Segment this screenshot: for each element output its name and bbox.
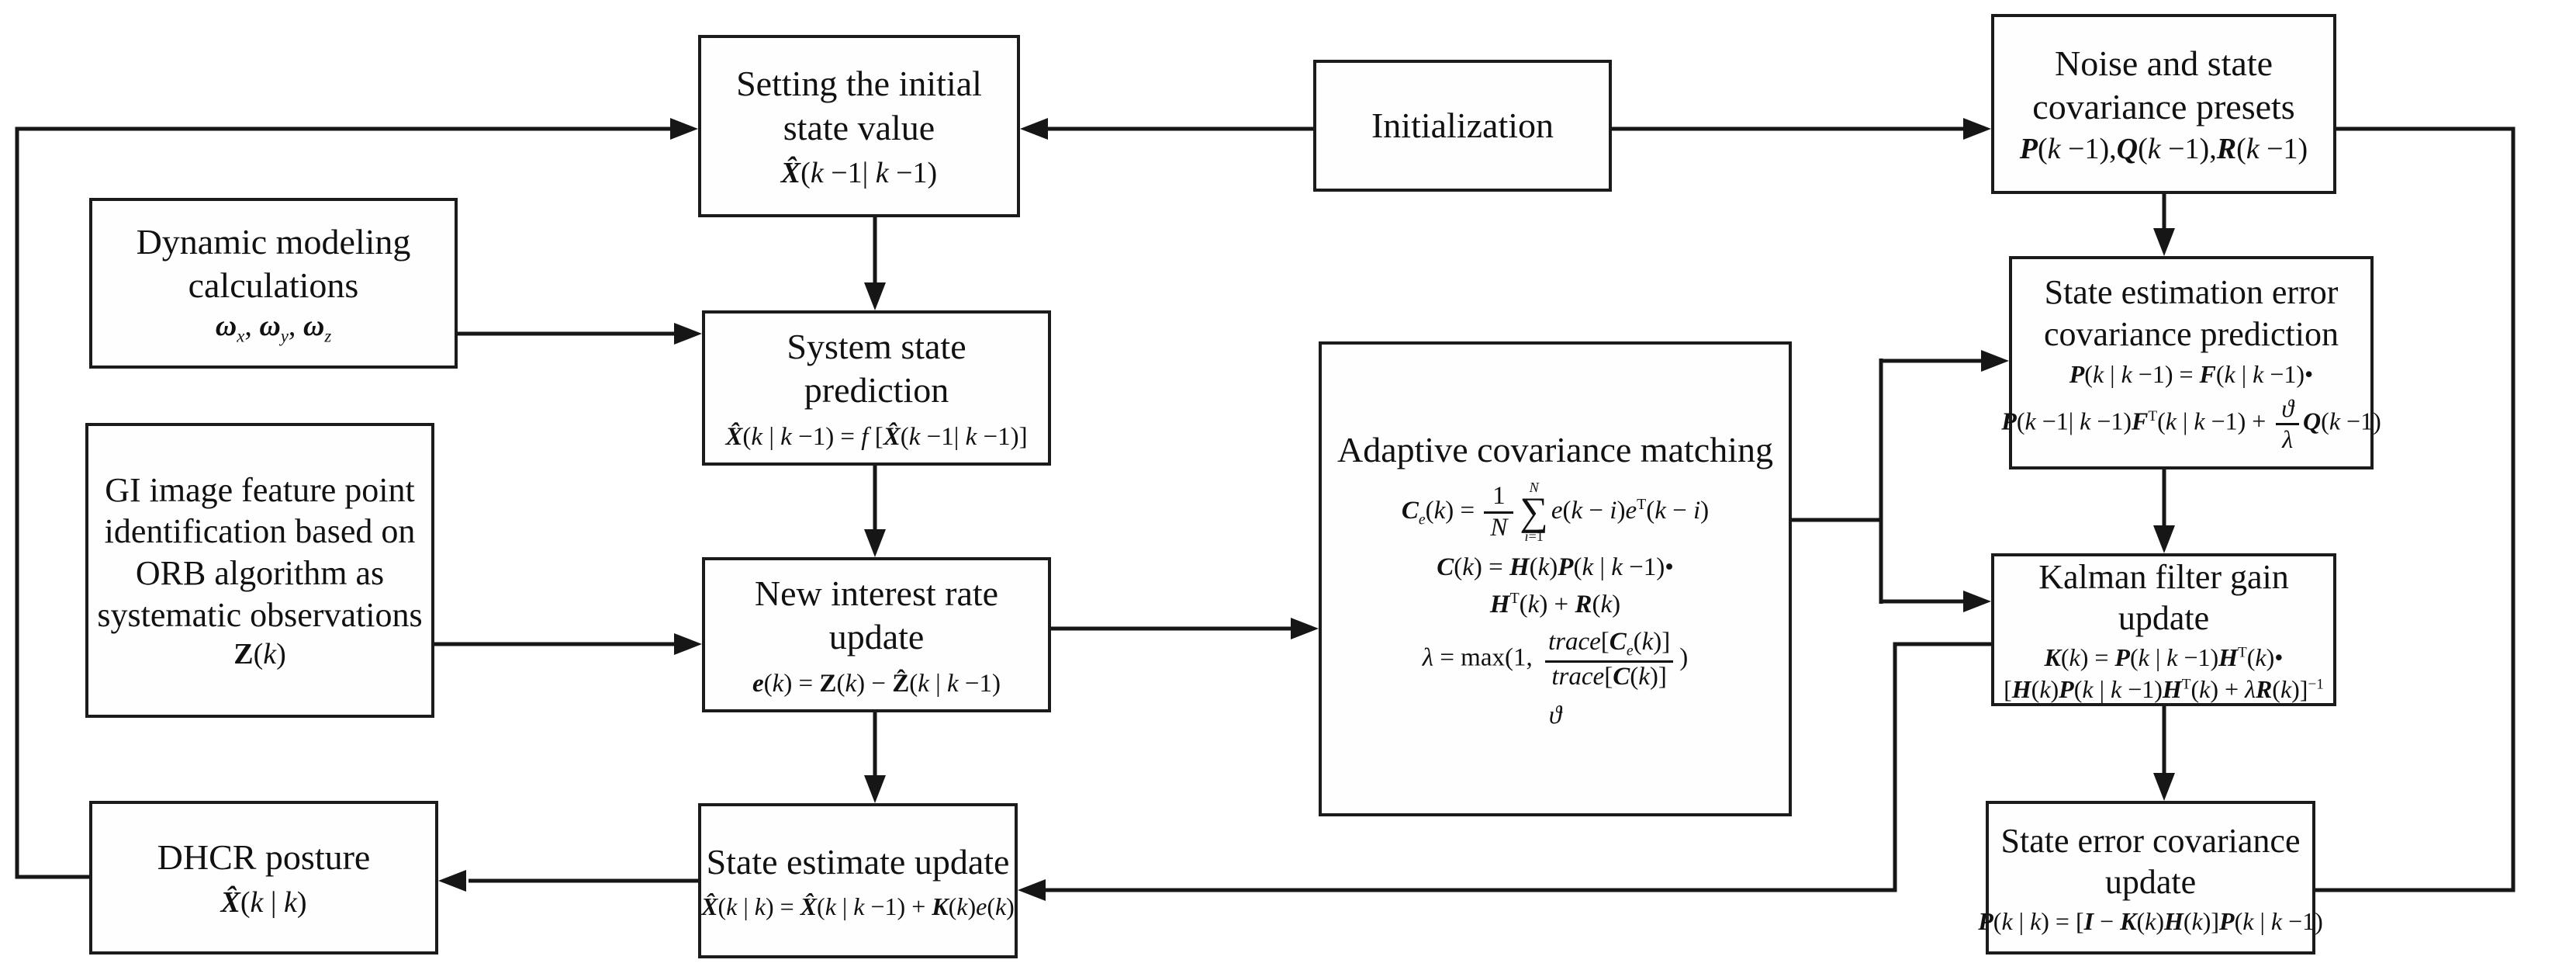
node-formula: P(k −1),Q(k −1),R(k −1) xyxy=(2019,133,2308,166)
connector-stateest-to-dhcr xyxy=(438,870,698,892)
node-formula-p1: P(k | k −1) = F(k | k −1)• xyxy=(2069,360,2314,389)
node-title: New interest rate update xyxy=(754,573,999,657)
node-new-interest-rate-update: New interest rate update e(k) = Z(k) − Z… xyxy=(702,557,1051,712)
connector-securr-feedback-to-noise xyxy=(2315,126,2515,892)
node-title: Initialization xyxy=(1371,105,1554,145)
node-state-error-covariance-update: State error covariance update P(k | k) =… xyxy=(1978,801,2323,954)
node-title: Dynamic modeling calculations xyxy=(136,222,411,306)
connector-gi-to-newrate xyxy=(434,633,702,655)
node-formula: P(k | k) = [I − K(k)H(k)]P(k | k −1) xyxy=(1978,907,2323,936)
node-title: State estimate update xyxy=(706,842,1010,882)
node-formula: e(k) = Z(k) − Ẑ(k | k −1) xyxy=(752,669,1001,698)
node-title: Kalman filter gain update xyxy=(2038,557,2289,638)
node-gi-image-feature: GI image feature point identification ba… xyxy=(85,423,434,718)
node-setting-initial-state: Setting the initial state value X̂(k −1|… xyxy=(698,35,1020,217)
connector-initialization-to-noise xyxy=(1612,118,1991,140)
node-kalman-filter-gain-update: Kalman filter gain update K(k) = P(k | k… xyxy=(1991,553,2336,706)
connector-prediction-to-kalman xyxy=(2153,469,2175,553)
connector-kalman-to-securr xyxy=(2153,706,2175,801)
node-dynamic-modeling: Dynamic modeling calculations ωx, ωy, ωz xyxy=(89,198,458,369)
node-title: State estimation error covariance predic… xyxy=(2044,272,2339,353)
connector-setting-to-system xyxy=(864,217,886,310)
node-formula: X̂(k | k) = X̂(k | k −1) + K(k)e(k) xyxy=(701,892,1015,921)
connector-noise-to-prediction xyxy=(2153,194,2175,256)
connector-dynamic-to-system xyxy=(458,323,702,345)
node-title: State error covariance update xyxy=(2000,821,2301,902)
connector-kalman-to-stateest xyxy=(1018,642,1991,901)
node-title: Adaptive covariance matching xyxy=(1337,430,1773,470)
node-formula-c: C(k) = H(k)P(k | k −1)• xyxy=(1437,553,1674,581)
node-formula-lambda: λ = max(1, trace[Ce(k)]trace[C(k)]) xyxy=(1422,628,1689,691)
node-formula: X̂(k | k −1) = f [X̂(k −1| k −1)] xyxy=(725,422,1028,451)
node-title: System state prediction xyxy=(787,326,966,410)
connector-newrate-to-adaptive xyxy=(1051,618,1319,639)
node-formula-ht-r: HT(k) + R(k) xyxy=(1489,590,1621,618)
node-dhcr-posture: DHCR posture X̂(k | k) xyxy=(89,801,438,954)
node-noise-covariance-presets: Noise and state covariance presets P(k −… xyxy=(1991,14,2336,194)
node-formula: Z(k) xyxy=(233,638,286,671)
node-formula-k2: [H(k)P(k | k −1)HT(k) + λR(k)]−1 xyxy=(2004,675,2324,704)
node-formula: X̂(k | k) xyxy=(220,886,307,920)
node-formula: ωx, ωy, ωz xyxy=(215,310,332,346)
connector-newrate-to-stateest xyxy=(864,712,886,803)
connector-dhcr-feedback-to-setting xyxy=(15,118,698,879)
node-state-estimation-error-covariance-prediction: State estimation error covariance predic… xyxy=(2001,256,2381,469)
node-title: Noise and state covariance presets xyxy=(2032,43,2295,127)
node-title: DHCR posture xyxy=(157,837,371,878)
node-formula-theta: ϑ xyxy=(1548,701,1562,729)
node-formula-k1: K(k) = P(k | k −1)HT(k)• xyxy=(2044,643,2284,671)
connector-system-to-newrate xyxy=(864,466,886,557)
connector-initialization-to-setting xyxy=(1020,118,1313,140)
node-initialization: Initialization xyxy=(1313,60,1612,192)
node-title: Setting the initial state value xyxy=(736,64,982,147)
node-title: GI image feature point identification ba… xyxy=(97,470,423,634)
node-formula: X̂(k −1| k −1) xyxy=(780,156,938,189)
connector-adaptive-branch xyxy=(1792,350,2009,612)
node-system-state-prediction: System state prediction X̂(k | k −1) = f… xyxy=(702,310,1051,466)
node-state-estimate-update: State estimate update X̂(k | k) = X̂(k |… xyxy=(698,803,1018,958)
